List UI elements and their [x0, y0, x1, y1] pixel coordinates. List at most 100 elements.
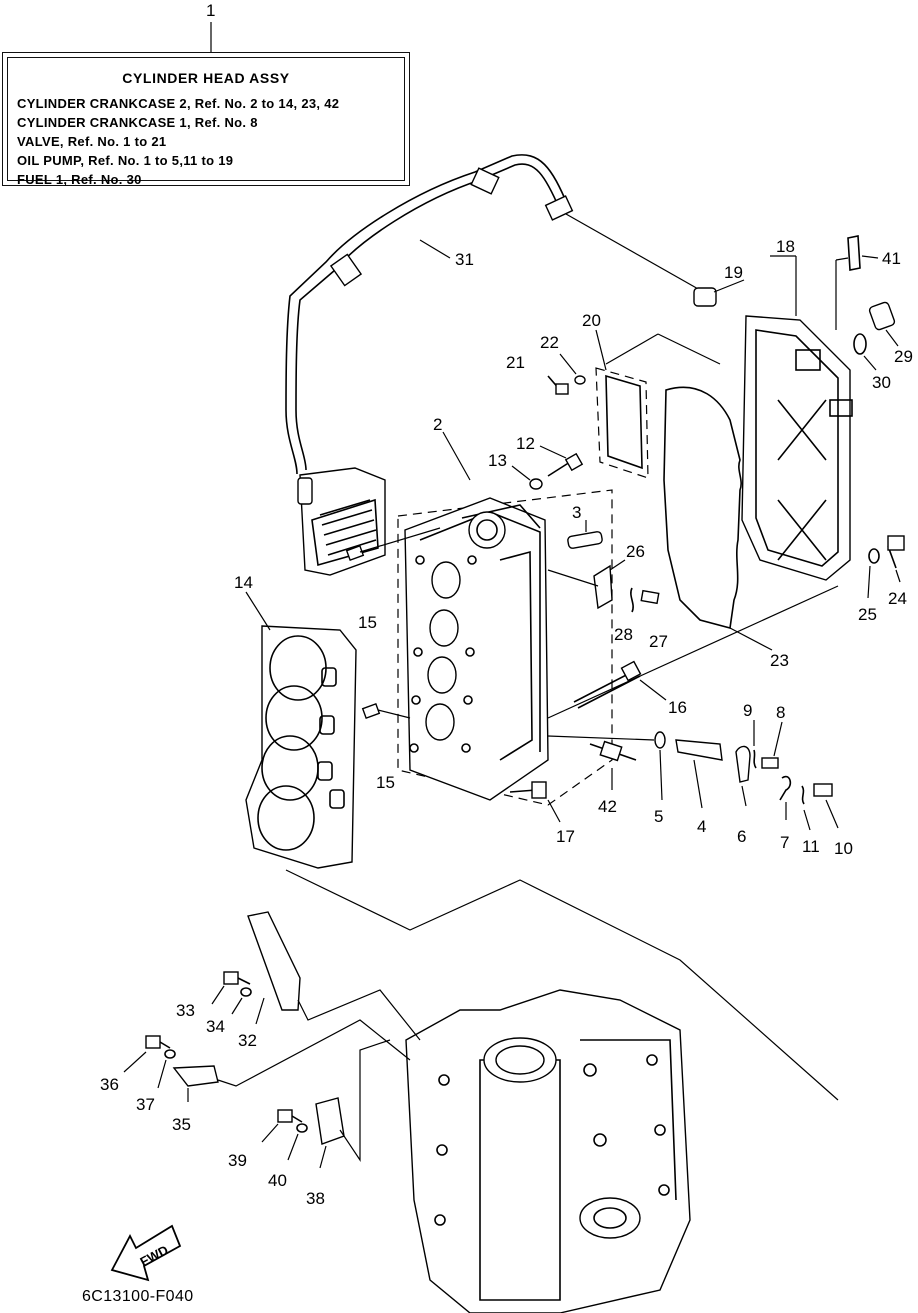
callout-10: 10: [834, 839, 853, 858]
callout-34: 34: [206, 1017, 225, 1036]
callout-4: 4: [697, 817, 706, 836]
cylinder-head-assembly: [397, 489, 613, 806]
leader-31: [419, 239, 451, 259]
head-cover-18: [741, 315, 853, 581]
clip-7: [779, 775, 792, 801]
crankcase-block: [405, 989, 691, 1313]
callout-29: 29: [894, 347, 913, 366]
callout-18: 18: [776, 237, 795, 256]
callout-3: 3: [572, 503, 581, 522]
callout-2: 2: [433, 415, 442, 434]
washer-22: [574, 375, 586, 385]
callout-31: 31: [455, 250, 474, 269]
callout-23: 23: [770, 651, 789, 670]
bolt-12: [547, 452, 584, 477]
callout-24: 24: [888, 589, 907, 608]
head-gasket-14: [245, 625, 357, 869]
callout-16: 16: [668, 698, 687, 717]
callout-14: 14: [234, 573, 253, 592]
dowel-15-lower: [361, 703, 381, 719]
callout-35: 35: [172, 1115, 191, 1134]
callout-12: 12: [516, 434, 535, 453]
fwd-arrow-icon: FWD: [110, 1224, 182, 1282]
diagram-code: 6C13100-F040: [82, 1288, 194, 1305]
washer-13: [529, 478, 543, 490]
callout-28: 28: [614, 625, 633, 644]
bracket-35: [172, 1065, 219, 1087]
legend-box-frame: CYLINDER HEAD ASSY CYLINDER CRANKCASE 2,…: [7, 57, 405, 187]
cover-plate-20: [595, 367, 649, 479]
cover-gasket-23: [663, 386, 742, 630]
legend-title: CYLINDER HEAD ASSY: [122, 70, 290, 86]
spark-plug-42: [589, 740, 637, 762]
bolt-36: [145, 1035, 171, 1049]
callout-25: 25: [858, 605, 877, 624]
callout-41: 41: [882, 249, 901, 268]
bolt-8: [761, 757, 779, 769]
oring-5: [654, 731, 666, 749]
washer-37: [164, 1049, 176, 1059]
callout-38: 38: [306, 1189, 325, 1208]
callout-37: 37: [136, 1095, 155, 1114]
leader-2: [442, 431, 471, 481]
callout-5: 5: [654, 807, 663, 826]
callout-42: 42: [598, 797, 617, 816]
bolt-33: [223, 971, 251, 985]
washer-40: [296, 1123, 308, 1133]
dowel-15: [345, 545, 365, 561]
callout-26: 26: [626, 542, 645, 561]
callout-13: 13: [488, 451, 507, 470]
cover-26: [593, 564, 613, 610]
callout-39: 39: [228, 1151, 247, 1170]
legend-line: VALVE, Ref. No. 1 to 21: [17, 134, 167, 149]
callout-19: 19: [724, 263, 743, 282]
washer-9: [753, 749, 757, 769]
legend-line: CYLINDER CRANKCASE 2, Ref. No. 2 to 14, …: [17, 96, 340, 111]
callout-15b: 15: [376, 773, 395, 792]
callout-22: 22: [540, 333, 559, 352]
legend-box: CYLINDER HEAD ASSY CYLINDER CRANKCASE 2,…: [2, 52, 410, 187]
callout-20: 20: [582, 311, 601, 330]
callout-21: 21: [506, 353, 525, 372]
washer-28: [630, 587, 634, 613]
washer-34: [240, 987, 252, 997]
washer-11: [801, 785, 805, 805]
bolt-24: [887, 535, 905, 569]
washer-25: [868, 548, 880, 564]
callout-36: 36: [100, 1075, 119, 1094]
callout-7: 7: [780, 833, 789, 852]
bracket-32: [247, 911, 301, 1011]
thermostat-3: [567, 531, 603, 549]
plate-6: [735, 745, 751, 783]
shaft-4: [675, 739, 723, 761]
legend-line: FUEL 1, Ref. No. 30: [17, 172, 142, 187]
callout-15a: 15: [358, 613, 377, 632]
callout-9: 9: [743, 701, 752, 720]
callout-30: 30: [872, 373, 891, 392]
bolt-10: [813, 783, 833, 797]
oil-cap-29: [868, 301, 896, 331]
legend-line: CYLINDER CRANKCASE 1, Ref. No. 8: [17, 115, 258, 130]
leader-hose-cover: [565, 213, 701, 291]
breather-hose: [285, 154, 574, 475]
plate-38: [315, 1097, 345, 1145]
callout-40: 40: [268, 1171, 287, 1190]
callout-1: 1: [206, 1, 215, 20]
callout-17: 17: [556, 827, 575, 846]
callout-8: 8: [776, 703, 785, 722]
bolt-21: [547, 375, 569, 395]
label-41: [847, 235, 861, 271]
silencer-filter: [297, 467, 386, 576]
callout-33: 33: [176, 1001, 195, 1020]
bolt-27: [640, 589, 660, 605]
callout-6: 6: [737, 827, 746, 846]
legend-line: OIL PUMP, Ref. No. 1 to 5,11 to 19: [17, 153, 234, 168]
callout-32: 32: [238, 1031, 257, 1050]
oring-30: [853, 333, 867, 355]
callout-27: 27: [649, 632, 668, 651]
callout-11: 11: [802, 837, 820, 856]
bolt-39: [277, 1109, 303, 1123]
grommet-19: [693, 287, 717, 307]
bolt-17: [509, 781, 547, 799]
